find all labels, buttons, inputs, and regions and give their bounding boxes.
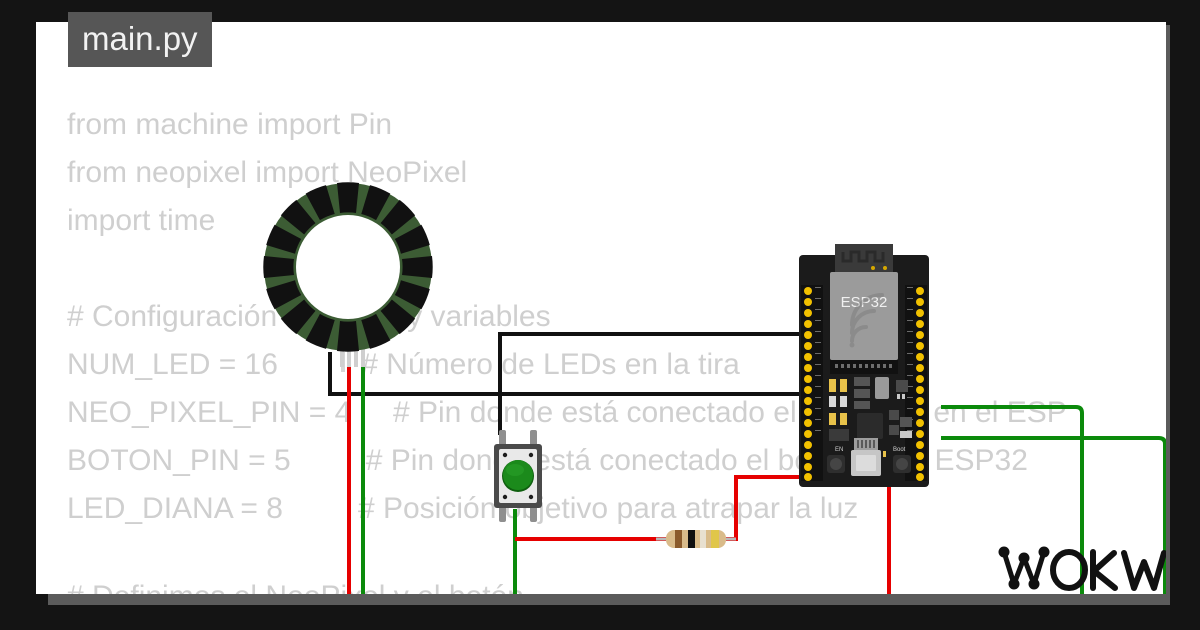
esp32-shield-pads	[830, 360, 898, 374]
window-header-strip	[0, 0, 1200, 22]
esp32-pins-left	[804, 287, 812, 481]
wire-black-button-to-esp32	[498, 332, 804, 435]
esp32-antenna-trace	[841, 250, 885, 263]
circuit-diagram-layer: ESP32	[36, 22, 1166, 594]
resistor-band-3	[700, 530, 706, 548]
ring-center-hole	[296, 215, 400, 319]
diagram-canvas[interactable]: from machine import Pin from neopixel im…	[36, 22, 1166, 594]
esp32-antenna-dot-1	[871, 266, 875, 270]
esp32-shield-label: ESP32	[841, 294, 888, 311]
esp32-pin-labels-right	[907, 287, 913, 431]
wokwi-logo-svg	[998, 546, 1166, 591]
esp32-label-en: EN	[835, 447, 843, 453]
esp32-antenna-dot-2	[883, 266, 887, 270]
pushbutton-component	[494, 430, 542, 522]
resistor-band-2	[688, 530, 695, 548]
resistor-lead-right	[724, 537, 736, 541]
neopixel-ring-component	[263, 182, 433, 367]
resistor-band-4	[711, 530, 719, 548]
esp32-shield	[830, 272, 898, 360]
esp32-pin-labels-left	[815, 287, 821, 431]
wokwi-logo	[996, 540, 1166, 594]
esp32-board-component: ESP32	[799, 244, 929, 487]
ring-wire-stubs	[340, 345, 365, 367]
wire-green-esp32-pin2	[941, 436, 1166, 594]
wire-green-esp32-pin1	[941, 405, 1084, 594]
pushbutton-screws	[502, 452, 534, 500]
esp32-usb-port	[851, 438, 881, 476]
esp32-shield-pad-dots	[835, 364, 892, 368]
wire-black-ring-to-gnd	[328, 352, 803, 429]
resistor-lead-left	[656, 537, 668, 541]
wokwi-logo-nodes	[998, 546, 1050, 590]
esp32-pins-right	[916, 287, 924, 481]
resistor-band-1	[675, 530, 682, 548]
esp32-wifi-icon	[849, 293, 884, 348]
ring-led-segments	[263, 182, 433, 352]
pushbutton-legs	[499, 430, 537, 522]
file-tab-main-py[interactable]: main.py	[68, 12, 212, 67]
esp32-label-boot: Boot	[893, 447, 906, 453]
pushbutton-cap-highlight	[506, 464, 524, 476]
resistor-component	[656, 530, 736, 548]
esp32-smd-components	[829, 377, 912, 441]
